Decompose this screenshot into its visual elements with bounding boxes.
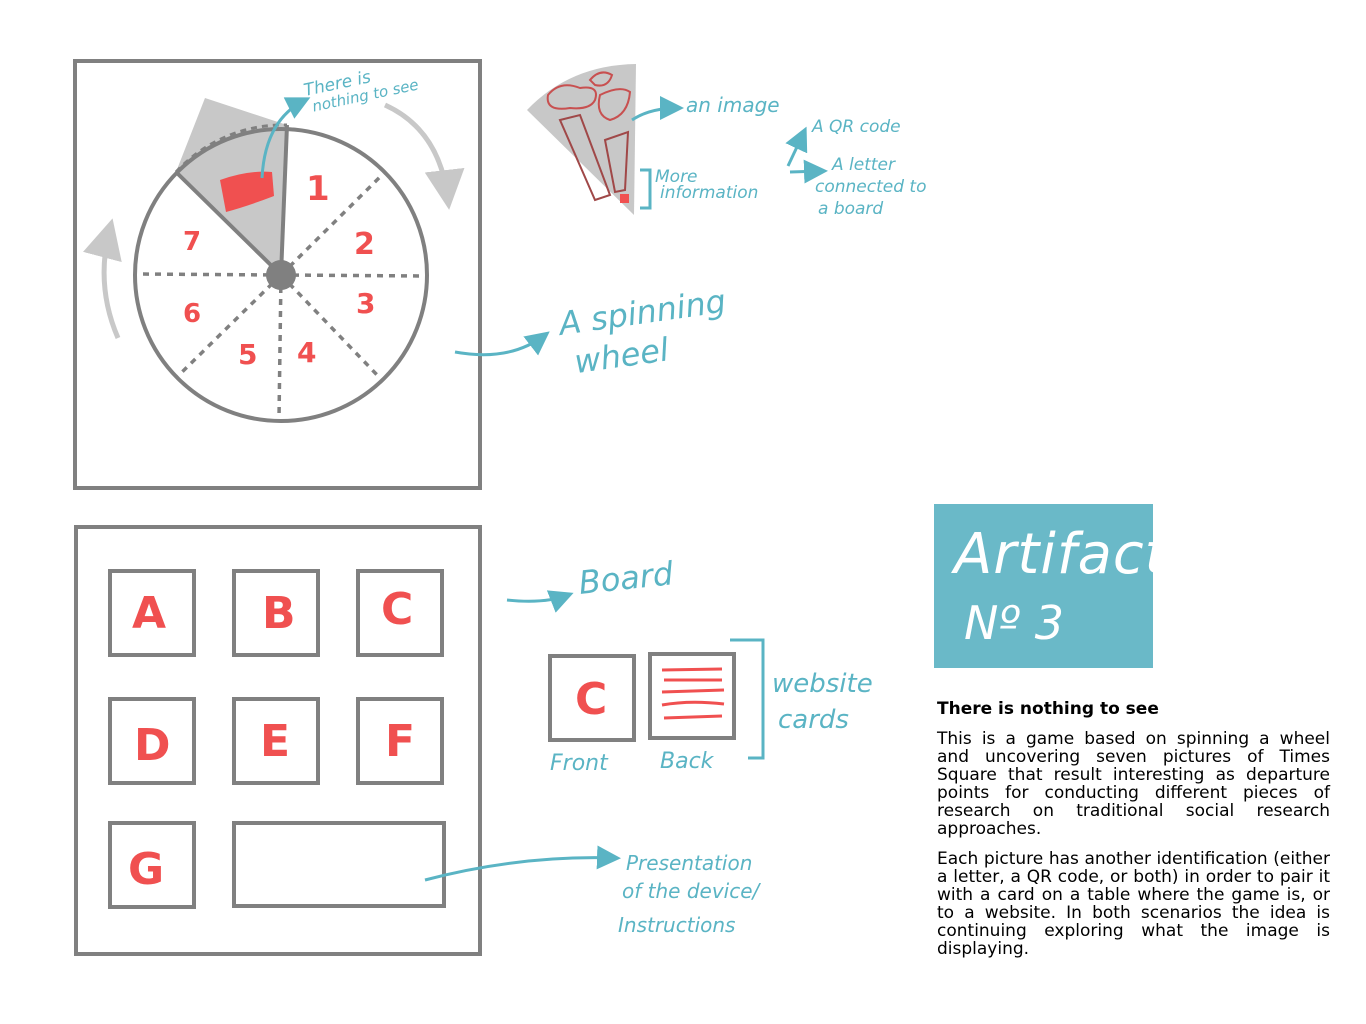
wheel-number: 1 [306,169,330,209]
card-front [548,654,636,742]
letter-label: connected to [815,177,927,197]
letter-label: A letter [831,155,896,175]
wheel-number: 3 [356,287,375,320]
card-back [648,652,736,740]
presentation-label: of the device/ [622,879,762,903]
presentation-label: Instructions [618,913,735,937]
letter-label: a board [818,199,883,219]
presentation-label: Presentation [626,851,752,875]
wheel-number: 6 [183,299,201,329]
more-info-label: More [655,167,698,187]
text-lines-icon [661,667,725,720]
board-card-f[interactable] [356,697,444,785]
wheel-panel: 1 2 3 4 5 6 7 There is nothing to see [73,59,482,490]
spin-arrow-icon [383,102,465,210]
front-label: Front [550,751,609,776]
description-paragraph: Each picture has another identification … [937,849,1330,959]
wheel-number: 4 [297,336,316,369]
wheel-number: 5 [238,338,257,371]
board-card-d[interactable] [108,697,196,785]
website-cards-label: cards [778,705,849,735]
board-card-g[interactable] [108,821,196,909]
website-cards: C Front Back website cards [548,638,873,776]
wheel-hub [266,260,296,290]
card-letter: B [262,588,296,639]
wheel-frame [73,59,482,490]
card-letter: F [385,716,415,767]
artifact-number: Nº 3 [964,596,1064,650]
qr-marker-icon [620,194,629,203]
more-info-label: information [660,183,758,203]
description-title: There is nothing to see [937,699,1159,719]
artifact-badge: Artifact Nº 3 [934,504,1167,668]
wheel-number: 7 [183,227,201,257]
board-card-b[interactable] [232,569,320,657]
wheel-number: 2 [354,227,375,262]
website-cards-label: website [772,669,873,699]
board-card-c[interactable] [356,569,444,657]
board-label: Board [577,554,676,602]
qr-label: A QR code [811,117,901,137]
spin-arrow-icon [83,218,122,339]
board-card-a[interactable] [108,569,196,657]
board-card-e[interactable] [232,697,320,785]
board-frame [74,525,482,956]
card-letter: D [134,720,171,771]
card-letter: G [128,844,164,895]
card-letter: A [132,588,166,639]
image-label: an image [686,93,780,117]
board-panel: A B C D E F G [74,525,482,956]
note-arrow [260,97,311,179]
description: There is nothing to see This is a game b… [937,700,1330,970]
instructions-card[interactable] [232,821,446,908]
card-front-letter: C [575,674,607,725]
description-paragraph: This is a game based on spinning a wheel… [937,729,1330,839]
back-label: Back [660,749,715,774]
artifact-title: Artifact [954,522,1168,587]
card-letter: E [260,716,290,767]
card-letter: C [381,584,413,635]
sector-detail: an image More information A QR code A le… [527,64,927,219]
pointer-flag-icon [220,171,274,212]
wheel-dividers [134,171,427,419]
